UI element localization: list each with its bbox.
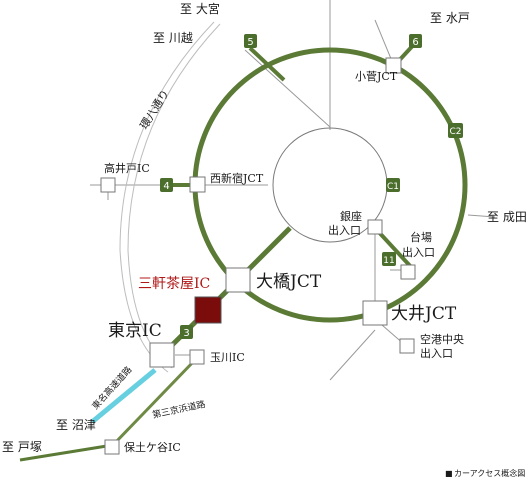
daisan-keihin-line [111,358,197,447]
route3-badge: 3 [180,325,193,339]
ginza-label-2: 出入口 [328,223,361,237]
kanpachi-label: 環八通り [138,87,172,131]
daiba-label-2: 出入口 [402,245,435,259]
oi-jct-label: 大井JCT [391,304,457,324]
takaido-ic-node[interactable] [100,177,116,193]
kuko-label-1: 空港中央 [420,332,464,346]
kuko-label-2: 出入口 [420,346,453,360]
to-numazu-label: 至 沼津 [56,418,96,432]
tokyo-ic-label: 東京IC [108,321,162,341]
oi-jct-node[interactable] [362,300,388,326]
svg-text:C2: C2 [449,127,461,137]
to-totsuka-label: 至 戸塚 [2,440,42,454]
kanpachi-inner [127,23,221,369]
legend-marker: ■ [445,469,453,478]
route4-badge: 4 [160,178,173,192]
tamagawa-ic-node[interactable] [189,349,205,365]
route6-badge: 6 [409,34,422,48]
node-squares [100,57,416,455]
svg-text:3: 3 [183,328,189,339]
to-mito-label: 至 水戸 [430,11,470,25]
hodogaya-ic-label: 保土ケ谷IC [124,440,181,454]
svg-text:6: 6 [412,37,418,48]
nishishinjuku-jct-label: 西新宿JCT [210,171,264,185]
tokyo-ic-node[interactable] [149,342,175,368]
kuko-node[interactable] [399,338,415,354]
to-kawagoe-label: 至 川越 [153,31,193,45]
tamagawa-ic-label: 玉川IC [210,351,245,364]
ginza-node[interactable] [367,219,383,235]
daiba-label-1: 台場 [410,230,432,244]
svg-text:5: 5 [247,37,253,48]
takaido-ic-label: 高井戸IC [104,161,150,175]
ohashi-jct-node[interactable] [225,267,251,293]
c1-badge: C1 [386,178,400,192]
route11-badge: 11 [382,252,396,266]
svg-text:11: 11 [383,256,394,266]
sangenjaya-ic-node[interactable] [194,296,222,324]
hodogaya-ic-node[interactable] [104,439,120,455]
svg-text:C1: C1 [387,182,399,192]
tomei-line [90,368,157,424]
kosuge-jct-label: 小菅JCT [355,70,398,83]
kanpachi-outer [119,21,215,373]
sangenjaya-ic-label: 三軒茶屋IC [138,276,210,292]
road-oi-south [329,329,376,381]
daisan-keihin-label: 第三京浜道路 [151,398,206,421]
road-route5-inner [244,49,331,128]
route-badges: 5 6 C2 4 C1 11 3 [160,34,463,339]
kanpachi-road [119,21,221,373]
ginza-label-1: 銀座 [340,209,362,223]
route5-line [248,46,286,82]
road-to-narita [467,214,496,218]
to-omiya-label: 至 大宮 [180,1,220,16]
svg-text:4: 4 [163,181,169,192]
to-narita-label: 至 成田 [487,210,527,224]
route11-line [373,226,414,270]
route5-badge: 5 [244,34,257,48]
c2-badge: C2 [448,123,463,138]
daiba-node[interactable] [400,264,416,280]
kosuge-jct-node[interactable] [385,57,402,74]
nishishinjuku-jct-node[interactable] [189,176,206,193]
legend-text: カーアクセス概念図 [454,468,525,478]
totsuka-line [19,443,114,462]
ohashi-jct-label: 大橋JCT [256,272,322,292]
